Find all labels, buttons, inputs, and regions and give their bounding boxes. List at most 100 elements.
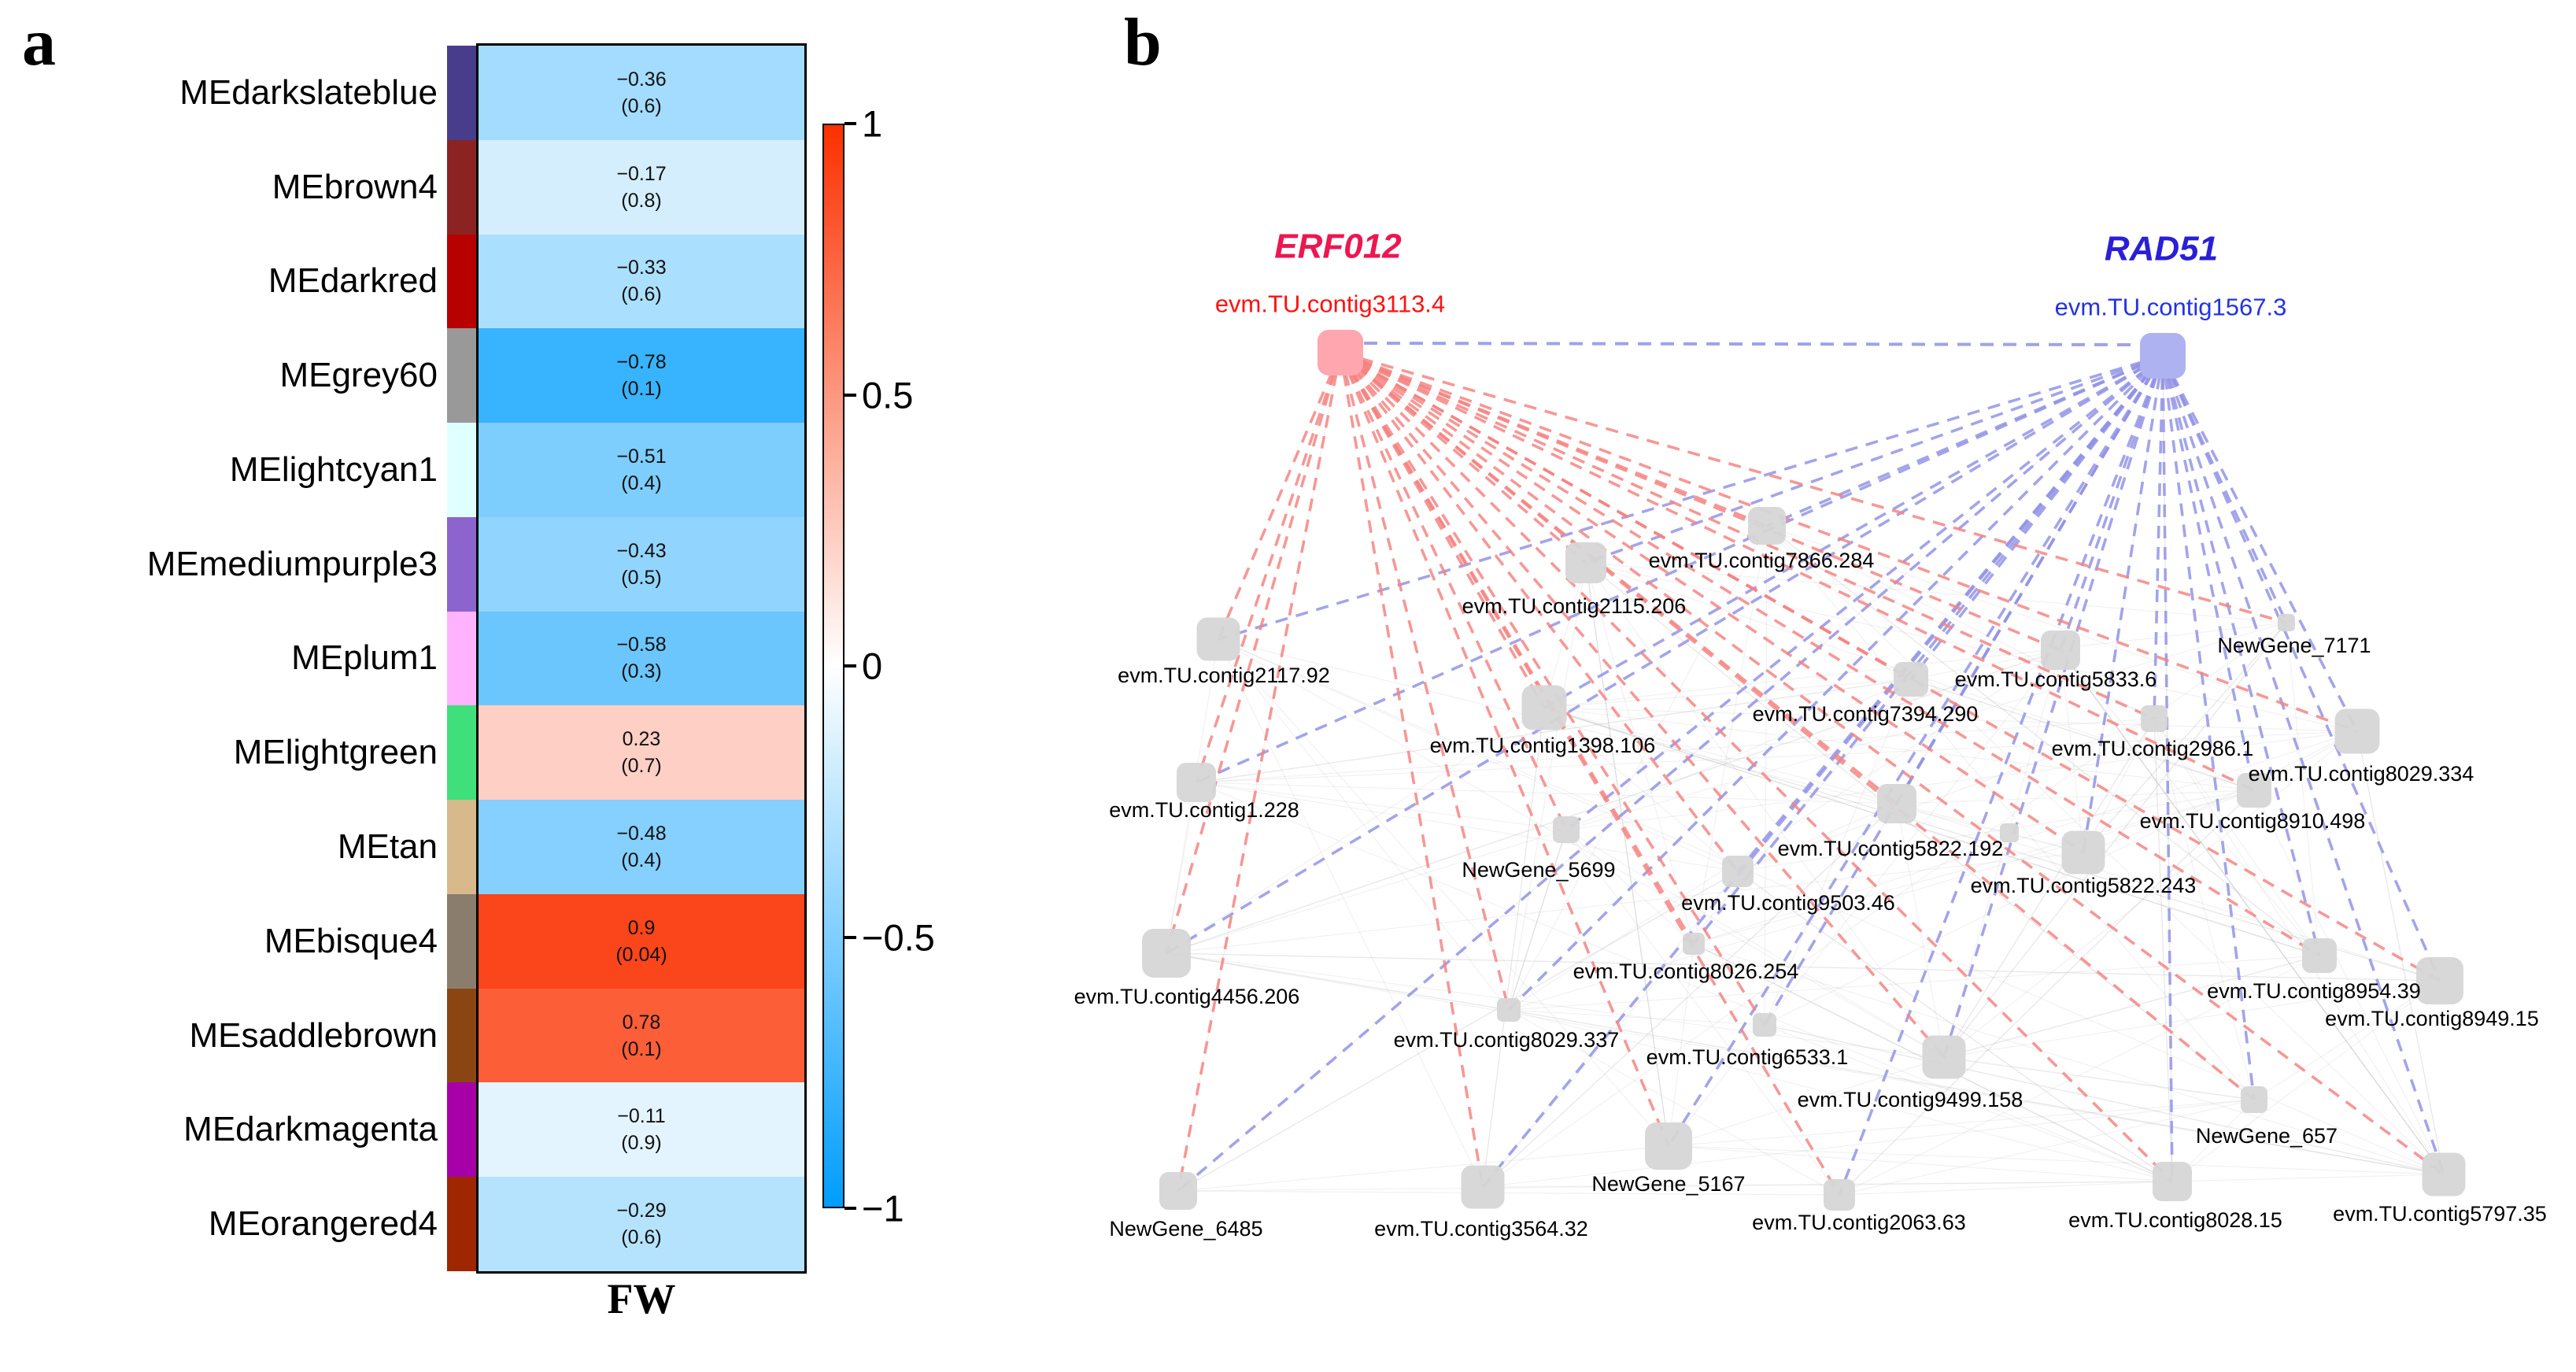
- cell-correlation-value: 0.9: [627, 916, 656, 939]
- hub-title-erf012: ERF012: [1274, 227, 1402, 266]
- cell-p-value: (0.04): [615, 943, 667, 966]
- network-edge-grey: [1585, 562, 1695, 945]
- network-edge-grey: [2060, 649, 2084, 853]
- network-edge-grey: [1196, 679, 1912, 783]
- module-label: MEgrey60: [279, 356, 438, 395]
- network-edge-grey: [1196, 782, 1567, 830]
- gene-node-label: evm.TU.contig7866.284: [1649, 549, 1875, 572]
- network-edge-grey: [1166, 952, 2255, 1100]
- module-color-swatch: [447, 139, 476, 235]
- network-edge-grey: [2171, 1174, 2445, 1182]
- cell-correlation-value: −0.11: [617, 1105, 666, 1128]
- network-edge-grey: [1508, 1009, 1765, 1026]
- network-edge-grey: [1196, 782, 1898, 804]
- gene-node: [1922, 1035, 1966, 1079]
- network-edge-grey: [1943, 955, 2320, 1058]
- network-edge-grey: [1508, 955, 2320, 1011]
- gene-node-label: evm.TU.contig6533.1: [1646, 1045, 1849, 1069]
- network-edge-grey: [1585, 562, 1669, 1147]
- gene-node: [2278, 614, 2295, 631]
- gene-node-label: evm.TU.contig7394.290: [1753, 702, 1979, 726]
- network-edge-grey: [2286, 622, 2320, 956]
- network-edge-grey: [1565, 730, 2358, 830]
- network-edge-grey: [1218, 638, 1945, 1058]
- colorbar-tick-label: 0.5: [862, 374, 914, 416]
- cell-p-value: (0.6): [621, 94, 662, 117]
- gene-node: [2237, 773, 2271, 808]
- cell-correlation-value: −0.17: [616, 162, 667, 185]
- network-edge-grey: [2060, 649, 2445, 1175]
- network-edge-grey: [1943, 730, 2358, 1058]
- network-edge-blue: [1481, 354, 2164, 1189]
- module-label: MEtan: [337, 827, 438, 866]
- network-edge-grey: [1565, 829, 1945, 1058]
- network-edge-grey: [1943, 980, 2441, 1058]
- module-label: MEdarkslateblue: [179, 72, 438, 112]
- network-edge-red: [1339, 352, 1568, 830]
- hub-gene-label: evm.TU.contig1567.3: [2055, 294, 2287, 321]
- network-edge-grey: [2060, 649, 2445, 1175]
- gene-node-label: evm.TU.contig8910.498: [2140, 809, 2366, 833]
- network-edge-grey: [1896, 803, 2084, 853]
- gene-node-label: NewGene_657: [2196, 1124, 2338, 1148]
- network-edge-grey: [1585, 562, 2358, 732]
- network-edge-grey: [1218, 638, 1510, 1011]
- network-edge-blue: [2161, 355, 2441, 982]
- network-edge-blue: [1736, 354, 2164, 873]
- network-edge-grey: [1196, 730, 2358, 783]
- network-edge-blue: [2161, 355, 2445, 1175]
- module-label: MElightcyan1: [229, 449, 438, 489]
- network-edge-grey: [1943, 718, 2155, 1058]
- gene-node: [2141, 705, 2168, 732]
- network-edge-grey: [1693, 525, 1768, 945]
- heatmap-cell: 0.9 (0.04): [479, 893, 804, 989]
- network-edge-grey: [1508, 525, 1768, 1011]
- gene-node-label: evm.TU.contig9503.46: [1681, 891, 1895, 915]
- network-edge-grey: [1585, 562, 2255, 1100]
- network-edge-blue: [2161, 355, 2359, 732]
- network-edge-blue: [1177, 354, 2164, 1193]
- network-edge-grey: [1166, 952, 2441, 982]
- cell-p-value: (0.6): [621, 1226, 662, 1249]
- network-edge-grey: [1910, 679, 2255, 791]
- network-edge-grey: [1839, 790, 2255, 1196]
- network-edge-red: [1339, 352, 1670, 1147]
- gene-node: [2000, 823, 2019, 842]
- heatmap-cell: −0.78(0.1): [479, 328, 804, 423]
- network-edge-grey: [1218, 638, 1484, 1188]
- gene-node: [1196, 617, 1240, 661]
- network-edge-grey: [1565, 829, 1840, 1196]
- module-color-swatch: [447, 328, 476, 423]
- network-edge-grey: [1764, 679, 1912, 1026]
- network-edge-red: [1340, 351, 2287, 624]
- network-edge-grey: [1543, 707, 2255, 791]
- module-label: MEorangered4: [208, 1204, 438, 1244]
- network-edge-red: [1340, 351, 2358, 733]
- network-edge-grey: [1543, 707, 2320, 956]
- module-label: MEsaddlebrown: [189, 1015, 438, 1055]
- gene-node: [1877, 784, 1916, 823]
- cell-p-value: (0.5): [621, 566, 662, 589]
- colorbar-tick-label: 0: [862, 645, 883, 687]
- gene-node: [1748, 507, 1786, 545]
- module-color-swatch: [447, 800, 476, 894]
- network-edge-grey: [1543, 707, 2358, 732]
- network-edge-red: [1339, 351, 1739, 873]
- gene-node-label: NewGene_5167: [1591, 1172, 1745, 1196]
- gene-node: [2422, 1152, 2466, 1196]
- heatmap-cell: −0.43(0.5): [479, 516, 804, 612]
- network-edge-grey: [1737, 718, 2155, 872]
- network-edge-grey: [2153, 718, 2320, 956]
- gene-node-label: evm.TU.contig8028.15: [2068, 1208, 2282, 1232]
- module-color-swatch: [447, 611, 476, 706]
- network-edge-grey: [1693, 943, 2445, 1175]
- gene-node: [2153, 1162, 2192, 1201]
- gene-node-label: evm.TU.contig3564.32: [1374, 1217, 1588, 1241]
- network-edge-red: [1177, 352, 1342, 1192]
- network-edge-red: [1339, 351, 2445, 1176]
- network-edge-grey: [1766, 525, 2358, 732]
- network-edge-grey: [1218, 638, 2084, 853]
- network-edge-grey: [2083, 355, 2164, 853]
- panel-a-label: a: [22, 4, 56, 80]
